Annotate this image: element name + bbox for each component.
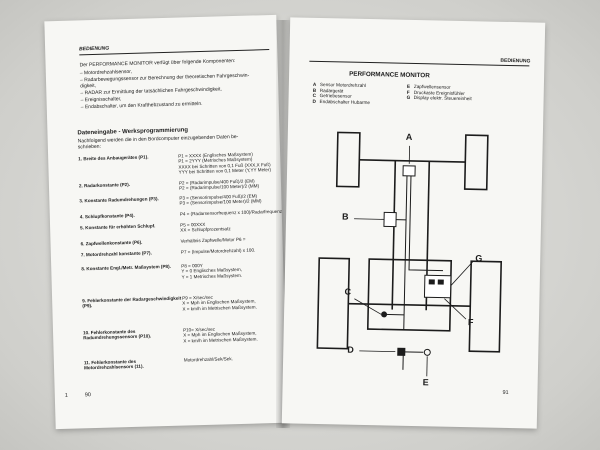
diagram-label-b: B (342, 211, 349, 222)
item-7-value: P7 = (Impulse/Motordrehzahl) x 100. (180, 247, 256, 255)
left-page-header: BEDIENUNG (79, 45, 110, 53)
tractor-wiring-diagram (316, 131, 503, 377)
item-3-value: P3 = (Sensorimpulse/100 Meter)/2 (MM) (179, 198, 262, 207)
diagram-label-d: D (347, 344, 354, 355)
item-9-label: 9. Fehlerkonstante der Radargeschwindigk… (82, 295, 182, 309)
transmission-sensor (381, 311, 388, 318)
item-2-value: P2 = (Radarimpulse/100 Meter)/2 (MM) (179, 183, 260, 192)
item-5: 5. Konstante für erhöhten Schlupf.P5 = 0… (80, 221, 231, 236)
radar-unit (383, 211, 397, 228)
item-5-label: 5. Konstante für erhöhten Schlupf. (80, 223, 156, 231)
item-7-label: 7. Motordrehzahl konstante (P7). (80, 250, 152, 258)
item-11-value: Motordrehzahl/Sek/Sek. (183, 356, 233, 363)
item-4-value: P4 = (Radarsensorfrequenz x 100)/Radarfr… (179, 208, 283, 217)
item-3: 3. Konstante Radumdrehungen (P3). P3 = (S… (79, 193, 261, 209)
item-1: 1. Breite des Anbaugerätes (P1).P1 = XXX… (78, 151, 271, 178)
item-10-label: 10. Fehlerkonstante des Radumdrehungssen… (82, 328, 152, 341)
item-6: 6. Zapfwellenkonstante (P6). Verhältnis Z… (81, 237, 246, 247)
item-8: 8. Konstante Engl./Metr. Maßsystem (P8).… (81, 262, 242, 283)
left-page: BEDIENUNG Der PERFORMANCE MONITOR verfüg… (44, 14, 288, 430)
item-2: 2. Radarkonstante (P2). P2 = (Radarimpuls… (79, 178, 259, 194)
left-intro: Der PERFORMANCE MONITOR verfügt über fol… (79, 58, 236, 69)
right-header-rule (309, 60, 530, 67)
diagram-label-c: C (344, 286, 352, 297)
engine-speed-sensor (402, 165, 416, 177)
component-3: digkeit, (80, 82, 97, 90)
item-4: 4. Schlupfkonstante (P4). P4 = (Radarsens… (80, 209, 282, 220)
diagram-title: PERFORMANCE MONITOR (349, 70, 430, 80)
diagram-label-g: G (475, 253, 483, 264)
lift-arm-limit-switch (397, 347, 406, 356)
diagram-label-f: F (467, 317, 474, 328)
item-4-label: 4. Schlupfkonstante (P4). (79, 212, 135, 220)
item-7: 7. Motordrehzahl konstante (P7). P7 = (Im… (81, 248, 256, 258)
item-10: 10. Fehlerkonstante des Radumdrehungssen… (83, 325, 258, 346)
item-3-label: 3. Konstante Radumdrehungen (P3). (79, 196, 159, 204)
front-left-wheel (335, 131, 361, 188)
item-8-value: Y = 1 Metrisches Maßsystem. (181, 272, 243, 280)
item-9: 9. Fehlerkonstante der Radargeschwindigk… (82, 294, 257, 315)
item-8-label: 8. Konstante Engl./Metr. Maßsystem (P8). (81, 263, 171, 272)
component-4: – RADAR zur Ermittlung der tatsächlichen… (80, 86, 222, 97)
item-2-label: 2. Radarkonstante (P2). (78, 181, 131, 189)
diagram-label-e: E (422, 377, 429, 388)
section-intro-2: schrieben: (77, 143, 102, 151)
item-11-label: 11. Fehlerkonstante des Motordrehzahlsen… (83, 358, 144, 371)
item-6-label: 6. Zapfwellenkonstante (P6). (80, 239, 143, 247)
right-page-number: 91 (502, 389, 509, 397)
item-6-value: Verhältnis Zapfwelle/Motor P6 = (180, 236, 246, 244)
item-10-value: X = km/h im Metrischen Maßsystem. (183, 336, 258, 344)
left-page-number: 90 (84, 392, 92, 399)
item-5-value: XX = Schlupfprozentsatz (180, 226, 231, 234)
item-9-value: X = km/h im Metrischen Maßsystem. (182, 304, 257, 312)
pto-sensor (423, 348, 431, 356)
left-margin-number: 1 (64, 392, 68, 399)
rear-left-wheel (316, 257, 351, 350)
right-page-header: BEDIENUNG (500, 57, 531, 65)
front-right-wheel (463, 134, 489, 191)
item-1-label: 1. Breite des Anbaugerätes (P1). (78, 154, 149, 162)
item-11: 11. Fehlerkonstante des Motordrehzahlsen… (84, 356, 233, 371)
display-control-unit (423, 274, 452, 299)
rear-right-wheel (468, 260, 503, 353)
diagram-label-a: A (405, 131, 413, 142)
